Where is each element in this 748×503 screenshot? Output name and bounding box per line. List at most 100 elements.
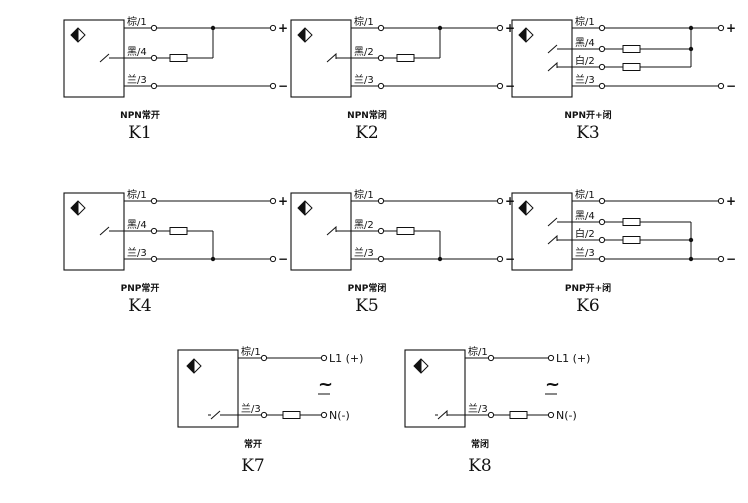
pin-terminal-blue [150,82,158,90]
pin-terminal-blue [260,411,268,419]
pin-terminal-brown [487,354,495,362]
sensor-icon [297,27,313,43]
resistor [169,227,188,235]
circuit-caption: 常闭 [471,438,489,450]
plus-terminal [496,24,504,32]
circuit-label: K5 [355,296,379,316]
pin-label-blue: 兰/3 [575,73,595,86]
n-label: N(-) [329,409,350,422]
pin-terminal-blue [487,411,495,419]
switch-open [547,217,558,227]
minus-sign: − [278,79,288,93]
resistor [282,411,301,419]
junction-dot [688,256,694,262]
n-label: N(-) [556,409,577,422]
circuit-caption: NPN常闭 [347,109,387,121]
junction-dot [688,46,694,52]
minus-terminal [269,255,277,263]
l1-terminal [320,354,328,362]
resistor [622,63,641,71]
l1-terminal [547,354,555,362]
circuit-caption: PNP常闭 [348,282,387,294]
sensor-icon [413,358,429,374]
circuit-label: K7 [241,456,265,476]
switch-closed [326,52,337,63]
pin-label-blue: 兰/3 [241,402,261,415]
pin-terminal-blue [598,82,606,90]
pin-terminal-blue [377,82,385,90]
plus-sign: + [726,21,736,35]
pin-label-blue: 兰/3 [354,246,374,259]
pin-terminal-brown [150,24,158,32]
junction-dot [688,25,694,31]
pin-terminal-brown [377,24,385,32]
resistor [622,45,641,53]
sensor-box [511,19,573,98]
minus-terminal [496,255,504,263]
pin-terminal-brown [150,197,158,205]
circuit-label: K8 [468,456,492,476]
junction-dot [437,256,443,262]
pin-terminal-signal [377,227,385,235]
minus-sign: − [278,252,288,266]
pin-label-brown: 棕/1 [127,188,147,201]
pin-label-signal: 黑/4 [127,46,147,58]
pin-terminal-signal [150,54,158,62]
l1-label: L1 (+) [329,352,363,365]
circuit-label: K6 [576,296,600,316]
circuit-caption: NPN开+闭 [564,109,611,121]
n-terminal [320,411,328,419]
pin-terminal-brown [260,354,268,362]
pin-label-signal: 黑/4 [127,219,147,231]
pin-label-brown: 棕/1 [468,345,488,358]
pin-terminal-signal [598,218,606,226]
pin-terminal-blue [150,255,158,263]
resistor [622,218,641,226]
plus-sign: + [278,21,288,35]
switch-open [99,226,110,236]
resistor [509,411,528,419]
pin-terminal-signal [598,45,606,53]
resistor [396,227,415,235]
sensor-icon [70,200,86,216]
pin-terminal-signal [598,63,606,71]
sensor-icon [186,358,202,374]
ac-tilde: ~ [545,374,560,395]
plus-sign: + [726,194,736,208]
minus-sign: − [505,79,515,93]
plus-terminal [269,24,277,32]
plus-terminal [496,197,504,205]
ac-tilde: ~ [318,374,333,395]
plus-sign: + [505,194,515,208]
pin-label-blue: 兰/3 [127,73,147,86]
pin-label-blue: 兰/3 [354,73,374,86]
pin-label-brown: 棕/1 [354,188,374,201]
minus-terminal [269,82,277,90]
switch-closed [437,409,448,420]
pin-label-black: 黑/4 [575,37,595,49]
switch-open [99,53,110,63]
pin-terminal-blue [598,255,606,263]
pin-label-white: 白/2 [575,227,595,240]
circuit-caption: PNP常开 [121,282,160,294]
pin-label-white: 白/2 [575,54,595,67]
minus-terminal [496,82,504,90]
pin-terminal-brown [377,197,385,205]
pin-label-blue: 兰/3 [127,246,147,259]
junction-dot [210,256,216,262]
pin-terminal-brown [598,24,606,32]
sensor-box [177,349,239,428]
circuit-label: K4 [128,296,152,316]
sensor-icon [518,27,534,43]
pin-label-brown: 棕/1 [354,15,374,28]
pin-label-brown: 棕/1 [127,15,147,28]
switch-closed [326,225,337,236]
pin-label-black: 黑/4 [575,210,595,222]
plus-sign: + [278,194,288,208]
circuit-label: K1 [128,123,152,143]
sensor-icon [297,200,313,216]
